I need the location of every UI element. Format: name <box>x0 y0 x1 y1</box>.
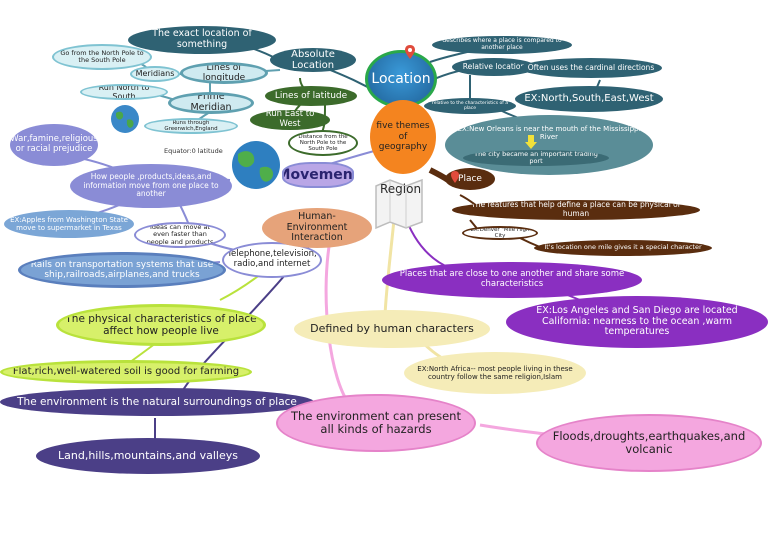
north-africa-node[interactable]: EX:North Africa-- most people living in … <box>404 352 586 394</box>
cardinal-directions-node[interactable]: Often uses the cardinal directions <box>520 58 662 78</box>
denver-node[interactable]: EX:Denver "Mile High City <box>462 226 538 240</box>
mile-high-node[interactable]: It's location one mile gives it a specia… <box>534 240 712 256</box>
floods-node[interactable]: Floods,droughts,earthquakes,and volcanic <box>536 414 762 472</box>
location-node[interactable]: Location <box>365 50 437 108</box>
prime-meridian-node[interactable]: Prime Meridian <box>168 92 254 114</box>
absolute-location-node[interactable]: Absolute Location <box>270 48 356 72</box>
place-characteristics-node[interactable]: relative to the characteristics of a pla… <box>424 98 516 114</box>
globe-movement-icon <box>232 141 280 189</box>
hazards-node[interactable]: The environment can present all kinds of… <box>276 394 476 452</box>
close-places-node[interactable]: Places that are close to one another and… <box>382 262 642 298</box>
natural-surroundings-node[interactable]: The environment is the natural surroundi… <box>0 388 314 416</box>
exact-location-node[interactable]: The exact location of something <box>128 26 276 54</box>
land-hills-node[interactable]: Land,hills,mountains,and valleys <box>36 438 260 474</box>
ex-new-orleans-node[interactable]: EX:New Orleans is near the mouth of the … <box>445 115 653 175</box>
distance-pole-node[interactable]: Distance from the North Pole to the Sout… <box>288 130 358 156</box>
location-label: Location <box>371 70 431 87</box>
human-environment-node[interactable]: Human-Environment Interaction <box>262 208 372 248</box>
apples-node[interactable]: EX:Apples from Washington State move to … <box>4 210 134 238</box>
region-label[interactable]: Region <box>380 182 422 196</box>
lines-of-longitude-node[interactable]: Lines of longitude <box>180 62 268 84</box>
movement-node[interactable]: Movement <box>282 162 354 188</box>
how-people-move-node[interactable]: How people ,products,ideas,and informati… <box>70 164 232 208</box>
telephone-node[interactable]: Telephone,television, radio,and internet <box>222 242 322 278</box>
flat-soil-node[interactable]: Flat,rich,well-watered soil is good for … <box>0 360 252 384</box>
place-pin-icon <box>451 171 459 183</box>
meridians-node[interactable]: Meridians <box>130 66 180 82</box>
relative-location-node[interactable]: Relative location <box>452 58 536 76</box>
globe-small-icon <box>111 105 139 133</box>
equator-label: Equator:0 latitude <box>164 147 223 155</box>
run-north-south-node[interactable]: Run North to South <box>80 84 168 100</box>
run-east-west-node[interactable]: Run East to West <box>250 110 330 130</box>
ex-directions-node[interactable]: EX:North,South,East,West <box>515 86 663 112</box>
map-pin-icon <box>405 45 415 59</box>
lines-of-latitude-node[interactable]: Lines of latitude <box>265 86 357 106</box>
arrow-down-icon <box>525 135 537 149</box>
five-themes-center-node[interactable]: five themes of geography <box>370 100 436 174</box>
greenwich-node[interactable]: Runs through Greenwich,England <box>144 118 238 134</box>
features-define-place-node[interactable]: The features that help define a place ca… <box>452 200 700 220</box>
trading-port-node[interactable]: The city became an important trading por… <box>463 150 609 166</box>
war-famine-node[interactable]: War,famine,religious or racial prejudice <box>10 124 98 166</box>
physical-characteristics-node[interactable]: The physical characteristics of place af… <box>56 304 266 346</box>
describes-location-node[interactable]: describes where a place is compared to a… <box>432 36 572 54</box>
los-angeles-node[interactable]: EX:Los Angeles and San Diego are located… <box>506 296 768 348</box>
ideas-faster-node[interactable]: Ideas can move at even faster than peopl… <box>134 222 226 248</box>
rails-node[interactable]: Rails on transportation systems that use… <box>18 252 226 288</box>
pole-to-pole-node[interactable]: Go from the North Pole to the South Pole <box>52 44 152 70</box>
human-characters-node[interactable]: Defined by human characters <box>294 310 490 348</box>
map-region-icon <box>375 178 423 230</box>
